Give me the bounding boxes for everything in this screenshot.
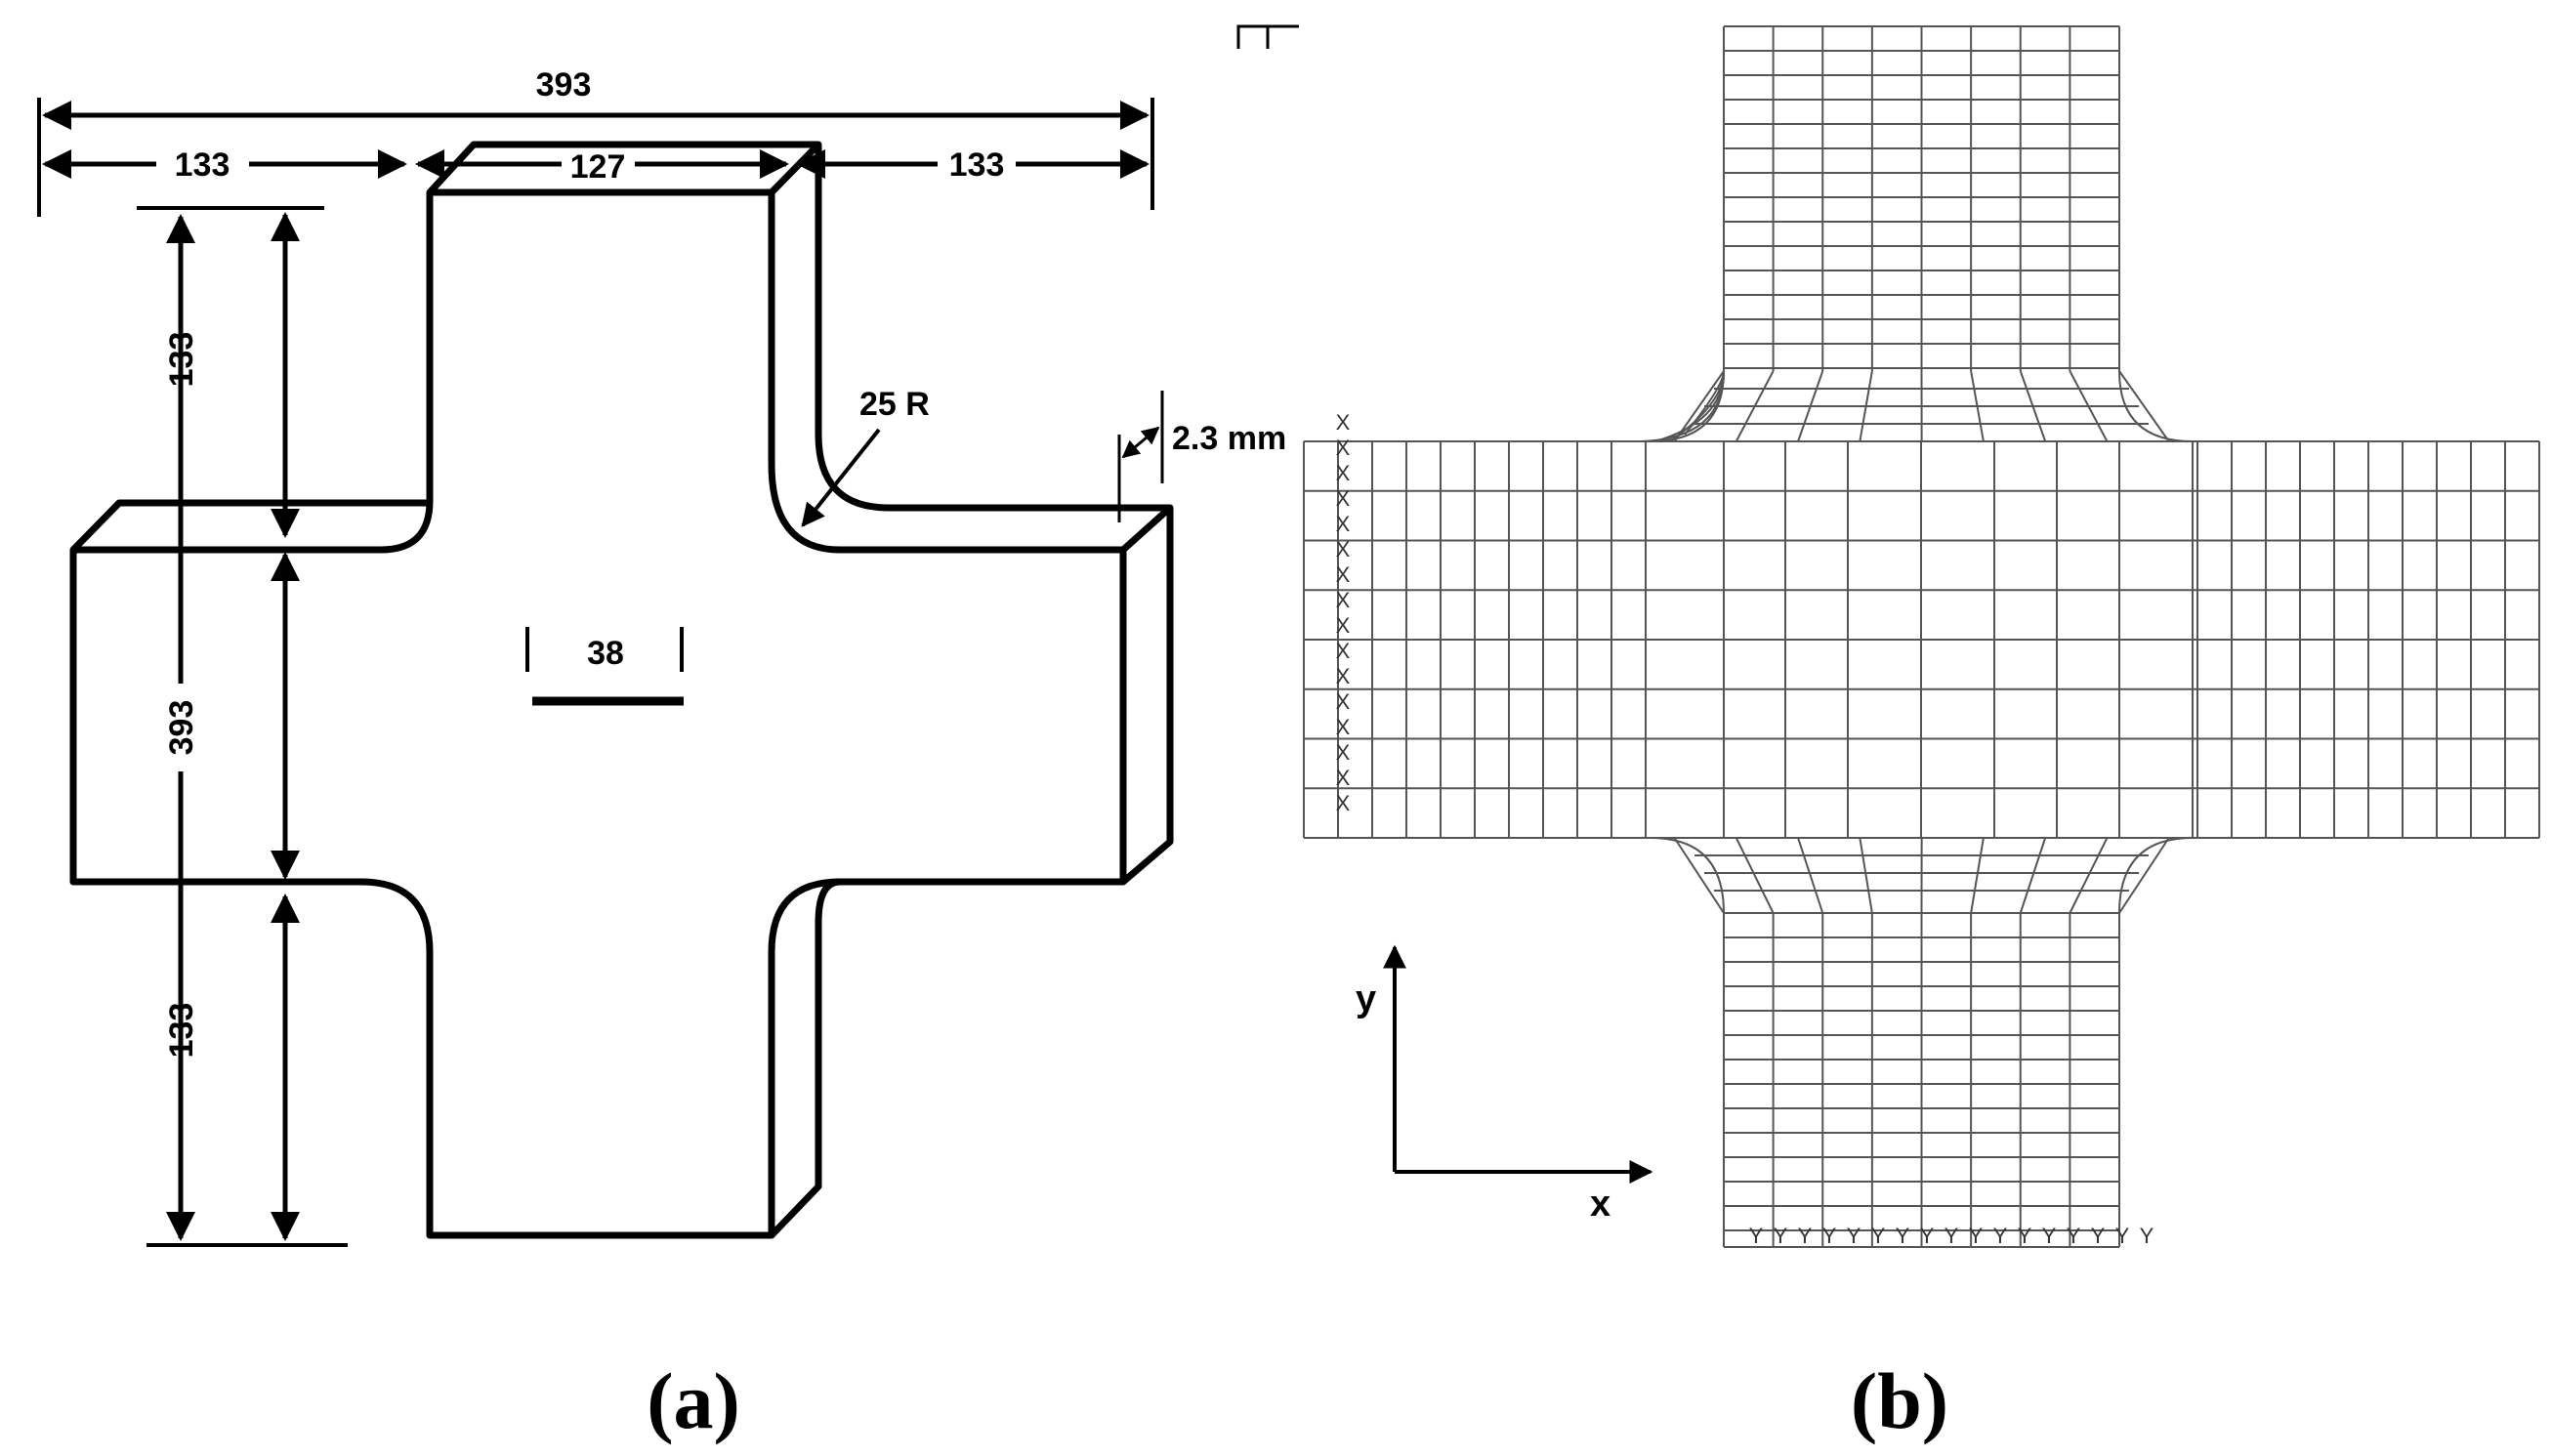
bc-symbol-x: X xyxy=(1336,689,1351,714)
bc-symbol-y: Y xyxy=(1945,1224,1959,1248)
bc-symbol-x: X xyxy=(1336,664,1351,688)
mesh-curve xyxy=(1650,837,1725,914)
dim-gauge-length: 38 xyxy=(525,627,684,706)
bc-symbol-y: Y xyxy=(1871,1224,1886,1248)
dim-label-bottom-height: 133 xyxy=(163,1003,200,1059)
dim-thickness: 2.3 mm xyxy=(1117,391,1286,522)
bc-symbol-y: Y xyxy=(1847,1224,1861,1248)
bc-symbol-x: X xyxy=(1336,715,1351,739)
bc-symbol-y: Y xyxy=(2042,1224,2057,1248)
corner-mark xyxy=(1236,24,1299,49)
bc-symbol-y: Y xyxy=(1896,1224,1910,1248)
caption-b: (b) xyxy=(1851,1356,1948,1445)
bc-symbol-y: Y xyxy=(1822,1224,1837,1248)
bc-symbol-y: Y xyxy=(2067,1224,2081,1248)
dim-label-total-height: 393 xyxy=(163,700,200,756)
bc-symbol-x: X xyxy=(1336,588,1351,612)
bc-symbol-x: X xyxy=(1336,766,1351,790)
axis-label-x: x xyxy=(1590,1184,1610,1225)
dim-label-left-width: 133 xyxy=(175,146,230,184)
mesh-line xyxy=(1859,837,1873,914)
bc-symbol-y: Y xyxy=(1993,1224,2008,1248)
dim-overall-width: 393 xyxy=(37,66,1154,217)
bc-symbol-y: Y xyxy=(2018,1224,2032,1248)
caption-a: (a) xyxy=(647,1356,740,1445)
bc-symbol-y: Y xyxy=(2091,1224,2106,1248)
bc-symbol-x: X xyxy=(1336,486,1351,511)
mesh-line xyxy=(2069,837,2109,914)
bc-symbol-x: X xyxy=(1336,410,1351,435)
panel-a: 393 133 127 133 393 133 1 xyxy=(37,66,1286,1445)
axis-label-y: y xyxy=(1356,978,1376,1019)
dim-arm-widths: 133 127 133 xyxy=(42,146,1150,186)
dim-label-right-width: 133 xyxy=(949,146,1005,184)
mesh-line xyxy=(2118,837,2170,914)
mesh-line xyxy=(1970,837,1985,914)
bc-symbol-y: Y xyxy=(2140,1224,2154,1248)
dim-label-center-width: 127 xyxy=(570,148,626,186)
dim-label-fillet: 25 R xyxy=(859,386,930,423)
bc-symbol-y: Y xyxy=(1920,1224,1935,1248)
mesh-line xyxy=(1673,837,1725,914)
bc-symbol-x: X xyxy=(1336,791,1351,815)
dim-label-overall-width: 393 xyxy=(536,66,592,104)
bc-symbol-y: Y xyxy=(1749,1224,1764,1248)
dim-heights: 393 133 133 xyxy=(137,206,348,1247)
bc-symbol-x: X xyxy=(1336,512,1351,536)
bc-symbol-y: Y xyxy=(1774,1224,1788,1248)
dim-label-gauge: 38 xyxy=(587,635,624,672)
mesh-curve xyxy=(2118,837,2194,914)
mesh-line xyxy=(2019,837,2047,914)
mesh-line xyxy=(2118,370,2170,442)
bc-symbol-y: Y xyxy=(1969,1224,1984,1248)
bc-symbol-x: X xyxy=(1336,639,1351,663)
dim-label-top-height: 133 xyxy=(163,332,200,388)
mesh-line xyxy=(1797,837,1824,914)
bc-symbol-y: Y xyxy=(2115,1224,2130,1248)
dim-label-thickness: 2.3 mm xyxy=(1172,420,1286,457)
dim-fillet-radius: 25 R xyxy=(801,386,930,527)
mesh-line xyxy=(1673,370,1725,442)
bc-symbol-y: Y xyxy=(1798,1224,1813,1248)
bc-symbol-x: X xyxy=(1336,436,1351,460)
bc-symbol-x: X xyxy=(1336,613,1351,638)
bc-symbol-x: X xyxy=(1336,562,1351,587)
bc-symbol-x: X xyxy=(1336,537,1351,562)
mesh-line xyxy=(1735,837,1775,914)
bc-symbol-x: X xyxy=(1336,461,1351,485)
specimen-outline xyxy=(69,141,1174,1239)
coordinate-axes: y x xyxy=(1356,944,1653,1225)
bc-symbol-x: X xyxy=(1336,740,1351,765)
finite-element-mesh xyxy=(1303,25,2540,1248)
